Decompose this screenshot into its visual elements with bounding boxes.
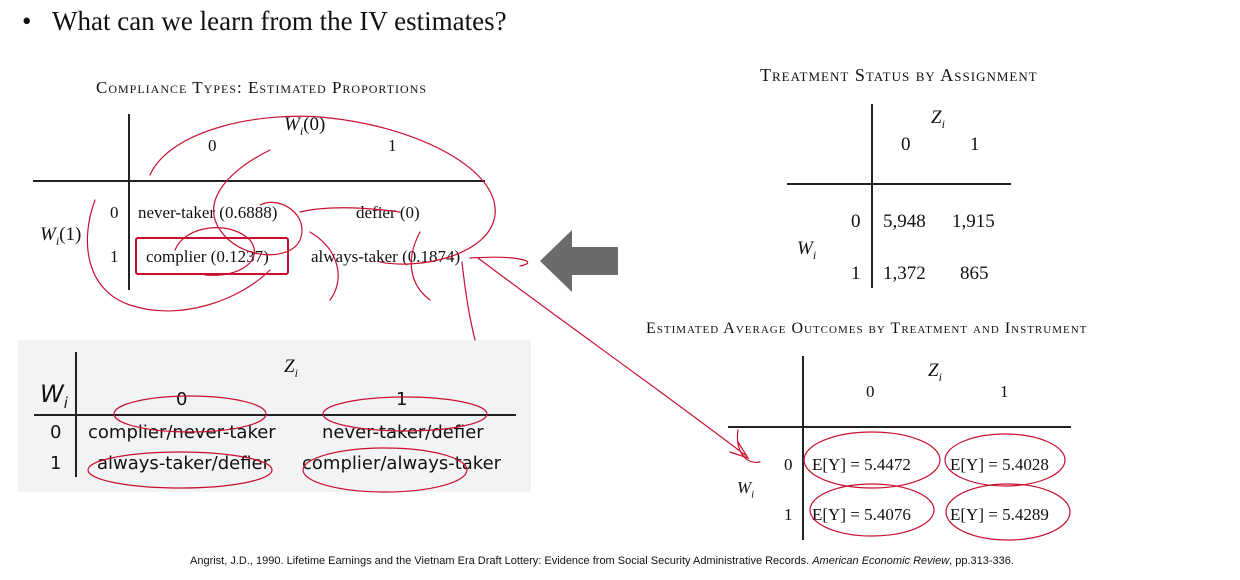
type-cell-w1-z0: always-taker/defier [97,453,271,474]
compliance-col-0: 0 [208,136,217,155]
treatment-row-0: 0 [851,211,861,232]
outcomes-vertical-rule [802,356,804,540]
treatment-col-0: 0 [901,134,911,155]
treatment-col-1: 1 [970,134,980,155]
bullet-text: What can we learn from the IV estimates? [52,6,507,36]
compliance-row-0: 0 [110,203,119,222]
bullet-symbol: • [22,6,32,36]
count-w1-z0: 1,372 [883,263,926,284]
compliance-row-1: 1 [110,247,119,266]
outcome-w1-z0: E[Y] = 5.4076 [812,505,911,524]
complier-highlight-box [135,237,289,275]
treatment-row-1: 1 [851,263,861,284]
type-col-0: 0 [176,389,188,410]
count-w0-z1: 1,915 [952,211,995,232]
compliance-col-1: 1 [388,136,397,155]
type-horizontal-rule [34,414,516,416]
type-row-header: Wi [40,380,68,412]
type-row-0: 0 [50,422,62,443]
citation: Angrist, J.D., 1990. Lifetime Earnings a… [190,555,1014,567]
outcome-w0-z0: E[Y] = 5.4472 [812,455,911,474]
cell-always-taker: always-taker (0.1874) [311,247,461,266]
compliance-horizontal-rule [33,180,485,182]
outcome-w0-z1: E[Y] = 5.4028 [950,455,1049,474]
cell-never-taker: never-taker (0.6888) [138,203,278,222]
type-col-header: Zi [284,356,298,380]
ink-hook [736,429,761,463]
compliance-table-title: Compliance Types: Estimated Proportions [96,78,428,97]
type-cell-w1-z1: complier/always-taker [302,453,502,474]
type-row-1: 1 [50,453,62,474]
outcomes-row-0: 0 [784,455,793,474]
ink-drop [461,261,476,341]
compliance-col-header: Wi(0) [284,114,326,138]
outcomes-col-header: Zi [928,360,942,384]
left-arrow-icon [540,230,618,292]
outcomes-horizontal-rule [728,426,1071,428]
treatment-row-header: Wi [797,238,817,262]
type-cell-w0-z0: complier/never-taker [88,422,276,443]
compliance-row-header: Wi(1) [40,224,82,248]
outcome-w1-z1: E[Y] = 5.4289 [950,505,1049,524]
outcomes-row-1: 1 [784,505,793,524]
treatment-horizontal-rule [787,183,1011,185]
bullet-heading: • What can we learn from the IV estimates… [22,6,507,37]
ink-connector-head [729,441,750,460]
treatment-col-header: Zi [931,107,945,131]
count-w1-z1: 865 [960,263,989,284]
outcomes-col-0: 0 [866,382,875,401]
type-cell-w0-z1: never-taker/defier [322,422,484,443]
compliance-vertical-rule [128,114,130,290]
treatment-table-title: Treatment Status by Assignment [760,65,1038,85]
ink-tail [469,256,529,267]
type-col-1: 1 [396,389,408,410]
count-w0-z0: 5,948 [883,211,926,232]
cell-defier: defier (0) [356,203,420,222]
outcomes-table-title: Estimated Average Outcomes by Treatment … [646,320,1088,337]
treatment-vertical-rule [871,104,873,288]
outcomes-col-1: 1 [1000,382,1009,401]
outcomes-row-header: Wi [737,478,755,501]
